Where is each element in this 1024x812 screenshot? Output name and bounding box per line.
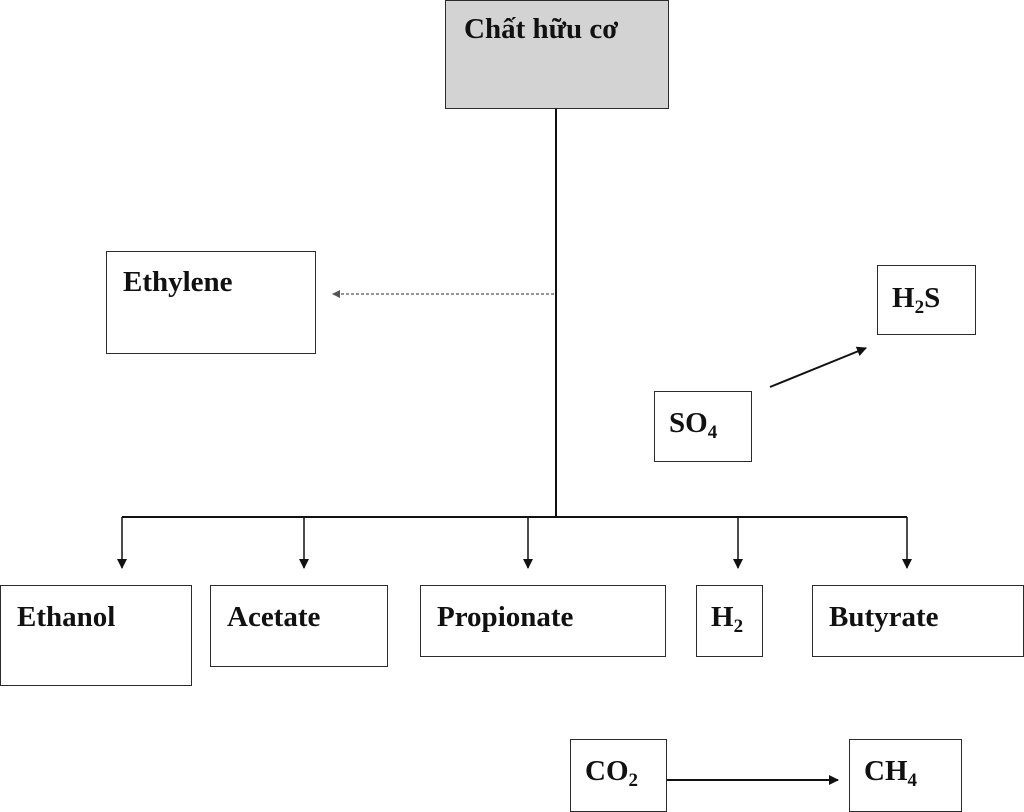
node-ethylene: Ethylene [106,251,316,354]
node-so4: SO4 [654,391,752,462]
node-ch4: CH4 [849,739,962,812]
co2-main: CO [585,755,629,787]
node-ethylene-label: Ethylene [123,266,233,298]
node-ethanol-label: Ethanol [17,601,116,633]
h2s-main: H [892,282,915,314]
node-ethanol: Ethanol [0,585,192,686]
node-h2: H2 [696,585,763,657]
node-h2s-label: H2S [892,282,941,318]
node-propionate-label: Propionate [437,601,574,633]
node-co2: CO2 [570,739,667,812]
h2s-rest: S [924,282,941,314]
co2-subscript: 2 [628,770,639,791]
node-co2-label: CO2 [585,755,638,791]
h2s-subscript: 2 [914,297,925,318]
node-organic-matter-label: Chất hữu cơ [464,13,619,45]
node-h2s: H2S [877,265,976,335]
node-h2-label: H2 [711,601,743,637]
h2-subscript: 2 [733,616,744,637]
so4-subscript: 4 [707,422,718,443]
so4-main: SO [669,407,708,439]
node-butyrate-label: Butyrate [829,601,939,633]
node-ch4-label: CH4 [864,755,917,791]
ch4-subscript: 4 [907,770,918,791]
node-acetate: Acetate [210,585,388,667]
node-acetate-label: Acetate [227,601,321,633]
arrow-so4-to-h2s [769,346,867,388]
node-butyrate: Butyrate [812,585,1024,657]
h2-main: H [711,601,734,633]
ch4-main: CH [864,755,908,787]
node-so4-label: SO4 [669,407,717,443]
node-organic-matter: Chất hữu cơ [445,0,669,109]
node-propionate: Propionate [420,585,666,657]
